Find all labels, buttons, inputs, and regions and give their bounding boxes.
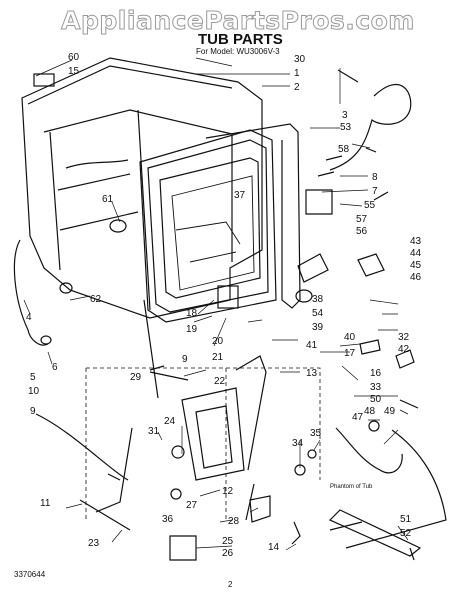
callout-9b: 9: [182, 354, 188, 365]
callout-18: 18: [186, 308, 198, 319]
callout-39: 39: [312, 322, 324, 333]
side-gasket: [205, 123, 301, 309]
callout-24: 24: [164, 416, 176, 427]
callout-43: 43: [410, 236, 422, 247]
callout-2: 2: [294, 82, 300, 93]
callout-4: 4: [26, 312, 32, 323]
callout-50: 50: [370, 394, 382, 405]
lower-assembly: [79, 299, 267, 531]
tub-interior: [171, 175, 255, 291]
callout-54: 54: [312, 308, 324, 319]
callout-28: 28: [228, 516, 240, 527]
callout-55: 55: [364, 200, 376, 211]
callout-45: 45: [410, 260, 422, 271]
callout-31: 31: [148, 426, 160, 437]
callout-58: 58: [338, 144, 350, 155]
callout-61: 61: [102, 194, 114, 205]
callout-7: 7: [372, 186, 378, 197]
callout-33: 33: [370, 382, 382, 393]
hoses: [13, 69, 447, 557]
callout-53: 53: [340, 122, 352, 133]
callout-49: 49: [384, 406, 396, 417]
callout-56: 56: [356, 226, 368, 237]
door-gasket: [139, 129, 277, 323]
callout-44: 44: [410, 248, 422, 259]
callout-16: 16: [370, 368, 382, 379]
callout-11: 11: [40, 498, 51, 509]
callout-37: 37: [234, 190, 246, 201]
callout-25: 25: [222, 536, 234, 547]
callout-35: 35: [310, 428, 322, 439]
phantom-tub-line: [85, 367, 321, 520]
callout-8: 8: [372, 172, 378, 183]
callout-62: 62: [90, 294, 102, 305]
model-subtitle: For Model: WU3006V-3: [196, 47, 280, 56]
callout-15: 15: [68, 66, 80, 77]
callout-26: 26: [222, 548, 234, 559]
callout-14: 14: [268, 542, 280, 553]
page-number: 2: [228, 580, 233, 589]
watermark: AppliancePartsPros.com: [61, 6, 415, 36]
callout-19: 19: [186, 324, 198, 335]
fittings: [33, 73, 419, 561]
callout-38: 38: [312, 294, 324, 305]
callout-1: 1: [294, 68, 300, 79]
callout-30: 30: [294, 54, 306, 65]
callout-17: 17: [344, 348, 356, 359]
callout-42: 42: [398, 344, 410, 355]
callout-52: 52: [400, 528, 412, 539]
callout-3: 3: [342, 110, 348, 121]
callout-48: 48: [364, 406, 376, 417]
callout-27: 27: [186, 500, 198, 511]
callout-41: 41: [306, 340, 318, 351]
callout-51: 51: [400, 514, 412, 525]
callout-34: 34: [292, 438, 304, 449]
phantom-note: Phantom of Tub: [330, 484, 373, 490]
callout-5: 5: [30, 372, 36, 383]
callout-9a: 9: [30, 406, 36, 417]
callout-numbers: 60 15 30 1 2 3 53 58 8 7 55 57 56 43 44 …: [26, 52, 422, 559]
callout-60: 60: [68, 52, 80, 63]
diagram-title: TUB PARTS: [198, 31, 283, 48]
callout-47: 47: [352, 412, 364, 423]
callout-10: 10: [28, 386, 40, 397]
leader-lines: [23, 57, 409, 551]
callout-13: 13: [306, 368, 318, 379]
callout-6: 6: [52, 362, 58, 373]
callout-29: 29: [130, 372, 142, 383]
callout-36: 36: [162, 514, 174, 525]
callout-23: 23: [88, 538, 100, 549]
part-code: 3370644: [14, 570, 46, 579]
callout-57: 57: [356, 214, 368, 225]
callout-40: 40: [344, 332, 356, 343]
callout-20: 20: [212, 336, 224, 347]
callout-46: 46: [410, 272, 422, 283]
callout-32: 32: [398, 332, 410, 343]
callout-12: 12: [222, 486, 234, 497]
callout-22: 22: [214, 376, 226, 387]
callout-21: 21: [212, 352, 224, 363]
